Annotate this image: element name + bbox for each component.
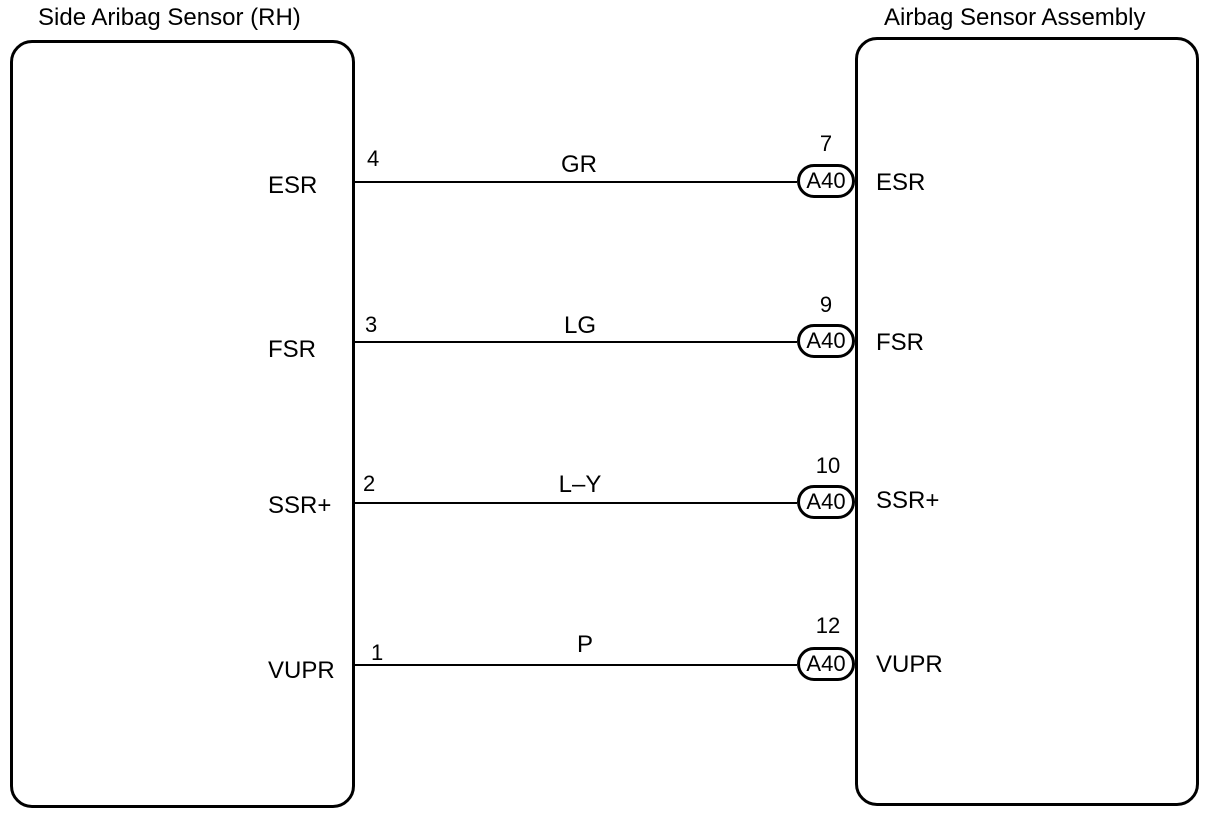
left-terminal-fsr: FSR [268,336,316,363]
right-terminal-fsr: FSR [876,329,924,356]
left-pin-ssr-plus: 2 [363,471,376,496]
right-pin-fsr: 9 [819,292,833,317]
left-pin-vupr: 1 [371,640,384,665]
connector-a40-fsr: A40 [797,324,855,358]
wire-fsr [355,341,797,343]
right-pin-esr: 7 [819,131,833,156]
right-terminal-esr: ESR [876,169,926,196]
left-terminal-vupr: VUPR [268,657,335,684]
left-pin-fsr: 3 [365,312,378,337]
wire-color-vupr: P [576,631,593,658]
right-terminal-vupr: VUPR [876,651,943,678]
left-pin-esr: 4 [367,146,380,171]
right-pin-ssr-plus: 10 [815,453,841,478]
right-terminal-ssr-plus: SSR+ [876,487,940,514]
wire-color-esr: GR [561,151,597,178]
wire-vupr [355,664,797,666]
airbag-sensor-assembly-box [855,37,1199,806]
right-pin-vupr: 12 [815,613,841,638]
side-airbag-sensor-box [10,40,355,808]
connector-a40-vupr: A40 [797,647,855,681]
connector-a40-ssr-plus: A40 [797,485,855,519]
left-terminal-esr: ESR [268,172,318,199]
connector-a40-esr: A40 [797,164,855,198]
wire-esr [355,181,797,183]
left-component-title: Side Aribag Sensor (RH) [38,4,301,31]
wire-color-ssr-plus: L–Y [558,471,602,498]
right-component-title: Airbag Sensor Assembly [884,4,1146,31]
wire-ssr-plus [355,502,797,504]
wire-color-fsr: LG [563,312,596,339]
left-terminal-ssr-plus: SSR+ [268,492,332,519]
